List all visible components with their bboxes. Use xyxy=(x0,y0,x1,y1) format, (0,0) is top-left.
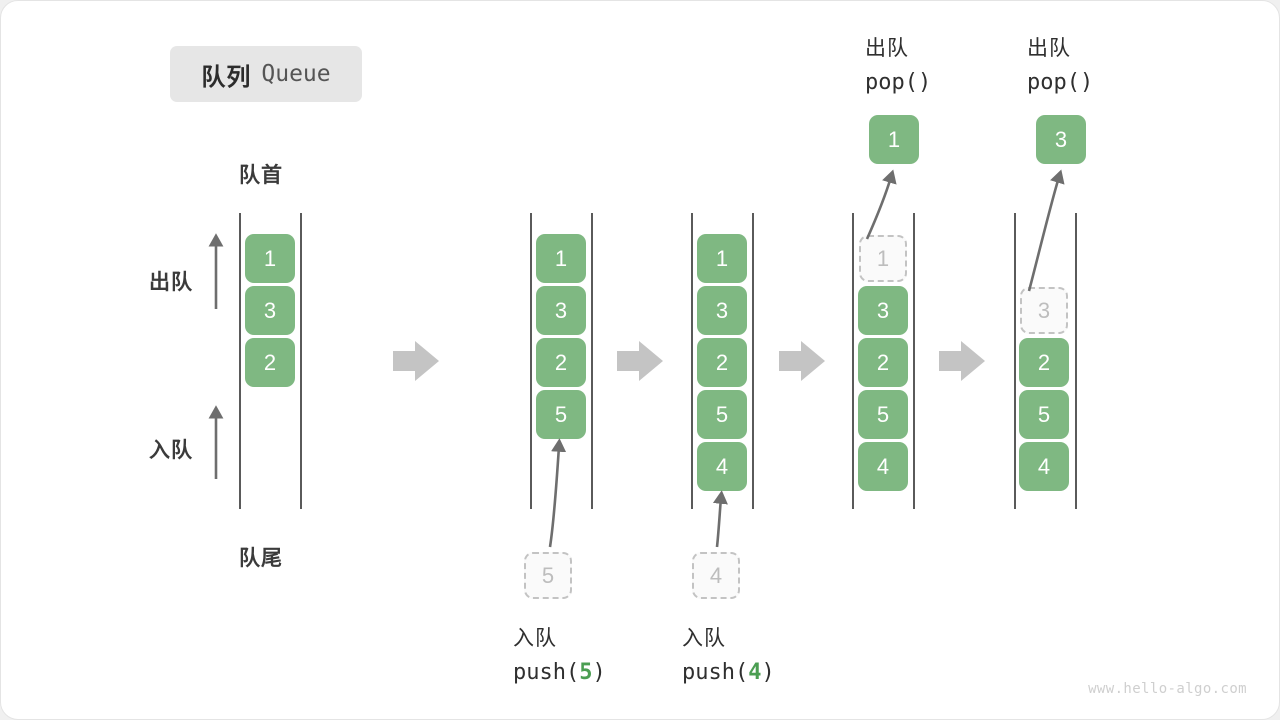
pop-3-arrow xyxy=(1027,169,1065,292)
annotation-push-5-code: push(5) xyxy=(513,656,606,690)
queue-slot: 1 xyxy=(697,234,747,283)
queue-slot: 5 xyxy=(697,390,747,439)
annotation-push-4: 入队 push(4) xyxy=(682,621,775,690)
push-4-arrow xyxy=(712,490,728,548)
annotation-pop-1-code: pop() xyxy=(865,70,932,95)
rail-col2-left xyxy=(530,213,532,509)
annotation-push-5: 入队 push(5) xyxy=(513,621,606,690)
queue-slot: 5 xyxy=(536,390,586,439)
pending-box-4: 4 xyxy=(692,552,740,599)
push-5-code-prefix: push( xyxy=(513,660,580,685)
queue-slot: 5 xyxy=(1019,390,1069,439)
rail-col1-right xyxy=(300,213,302,509)
queue-slot: 2 xyxy=(536,338,586,387)
queue-slot-ghost: 3 xyxy=(1020,287,1068,334)
push-5-code-value: 5 xyxy=(579,660,593,685)
queue-slot: 4 xyxy=(697,442,747,491)
push-5-code-suffix: ) xyxy=(592,660,606,685)
watermark: www.hello-algo.com xyxy=(1088,681,1247,697)
queue-slot: 3 xyxy=(858,286,908,335)
queue-slot: 1 xyxy=(536,234,586,283)
queue-slot: 4 xyxy=(858,442,908,491)
rail-col5-right xyxy=(1075,213,1077,509)
queue-slot: 2 xyxy=(1019,338,1069,387)
label-enqueue-direction: 入队 xyxy=(149,439,193,462)
rail-col3-right xyxy=(752,213,754,509)
label-rear: 队尾 xyxy=(239,547,283,570)
queue-slot: 3 xyxy=(245,286,295,335)
flow-arrow-2 xyxy=(617,341,663,381)
annotation-push-4-code: push(4) xyxy=(682,656,775,690)
queue-slot: 2 xyxy=(697,338,747,387)
queue-slot: 3 xyxy=(697,286,747,335)
push-4-code-value: 4 xyxy=(748,660,762,685)
label-dequeue-direction: 出队 xyxy=(149,271,193,294)
pop-1-arrow xyxy=(865,169,897,240)
title-en: Queue xyxy=(261,61,331,87)
flow-arrow-3 xyxy=(779,341,825,381)
flow-arrow-4 xyxy=(939,341,985,381)
flow-arrow-1 xyxy=(393,341,439,381)
title-badge: 队列 Queue xyxy=(170,46,362,102)
popped-box-3: 3 xyxy=(1036,115,1086,164)
queue-slot: 2 xyxy=(858,338,908,387)
rail-col4-left xyxy=(852,213,854,509)
push-4-code-prefix: push( xyxy=(682,660,749,685)
queue-slot: 1 xyxy=(245,234,295,283)
annotation-pop-3-line1: 出队 xyxy=(1027,37,1071,60)
rail-col1-left xyxy=(239,213,241,509)
queue-slot: 2 xyxy=(245,338,295,387)
pending-box-5: 5 xyxy=(524,552,572,599)
title-cn: 队列 xyxy=(201,63,252,91)
popped-box-1: 1 xyxy=(869,115,919,164)
queue-slot: 4 xyxy=(1019,442,1069,491)
label-front: 队首 xyxy=(239,164,283,187)
rail-col3-left xyxy=(691,213,693,509)
push-5-arrow xyxy=(548,438,567,548)
annotation-push-5-line1: 入队 xyxy=(513,627,557,650)
annotation-push-4-line1: 入队 xyxy=(682,627,726,650)
queue-slot-ghost: 1 xyxy=(859,235,907,282)
rail-col5-left xyxy=(1014,213,1016,509)
push-4-code-suffix: ) xyxy=(761,660,775,685)
annotation-pop-3: 出队 pop() xyxy=(1027,31,1093,100)
annotation-pop-3-code: pop() xyxy=(1027,70,1094,95)
annotation-pop-1-line1: 出队 xyxy=(865,37,909,60)
queue-slot: 3 xyxy=(536,286,586,335)
annotation-pop-1: 出队 pop() xyxy=(865,31,931,100)
queue-slot: 5 xyxy=(858,390,908,439)
rail-col2-right xyxy=(591,213,593,509)
rail-col4-right xyxy=(913,213,915,509)
